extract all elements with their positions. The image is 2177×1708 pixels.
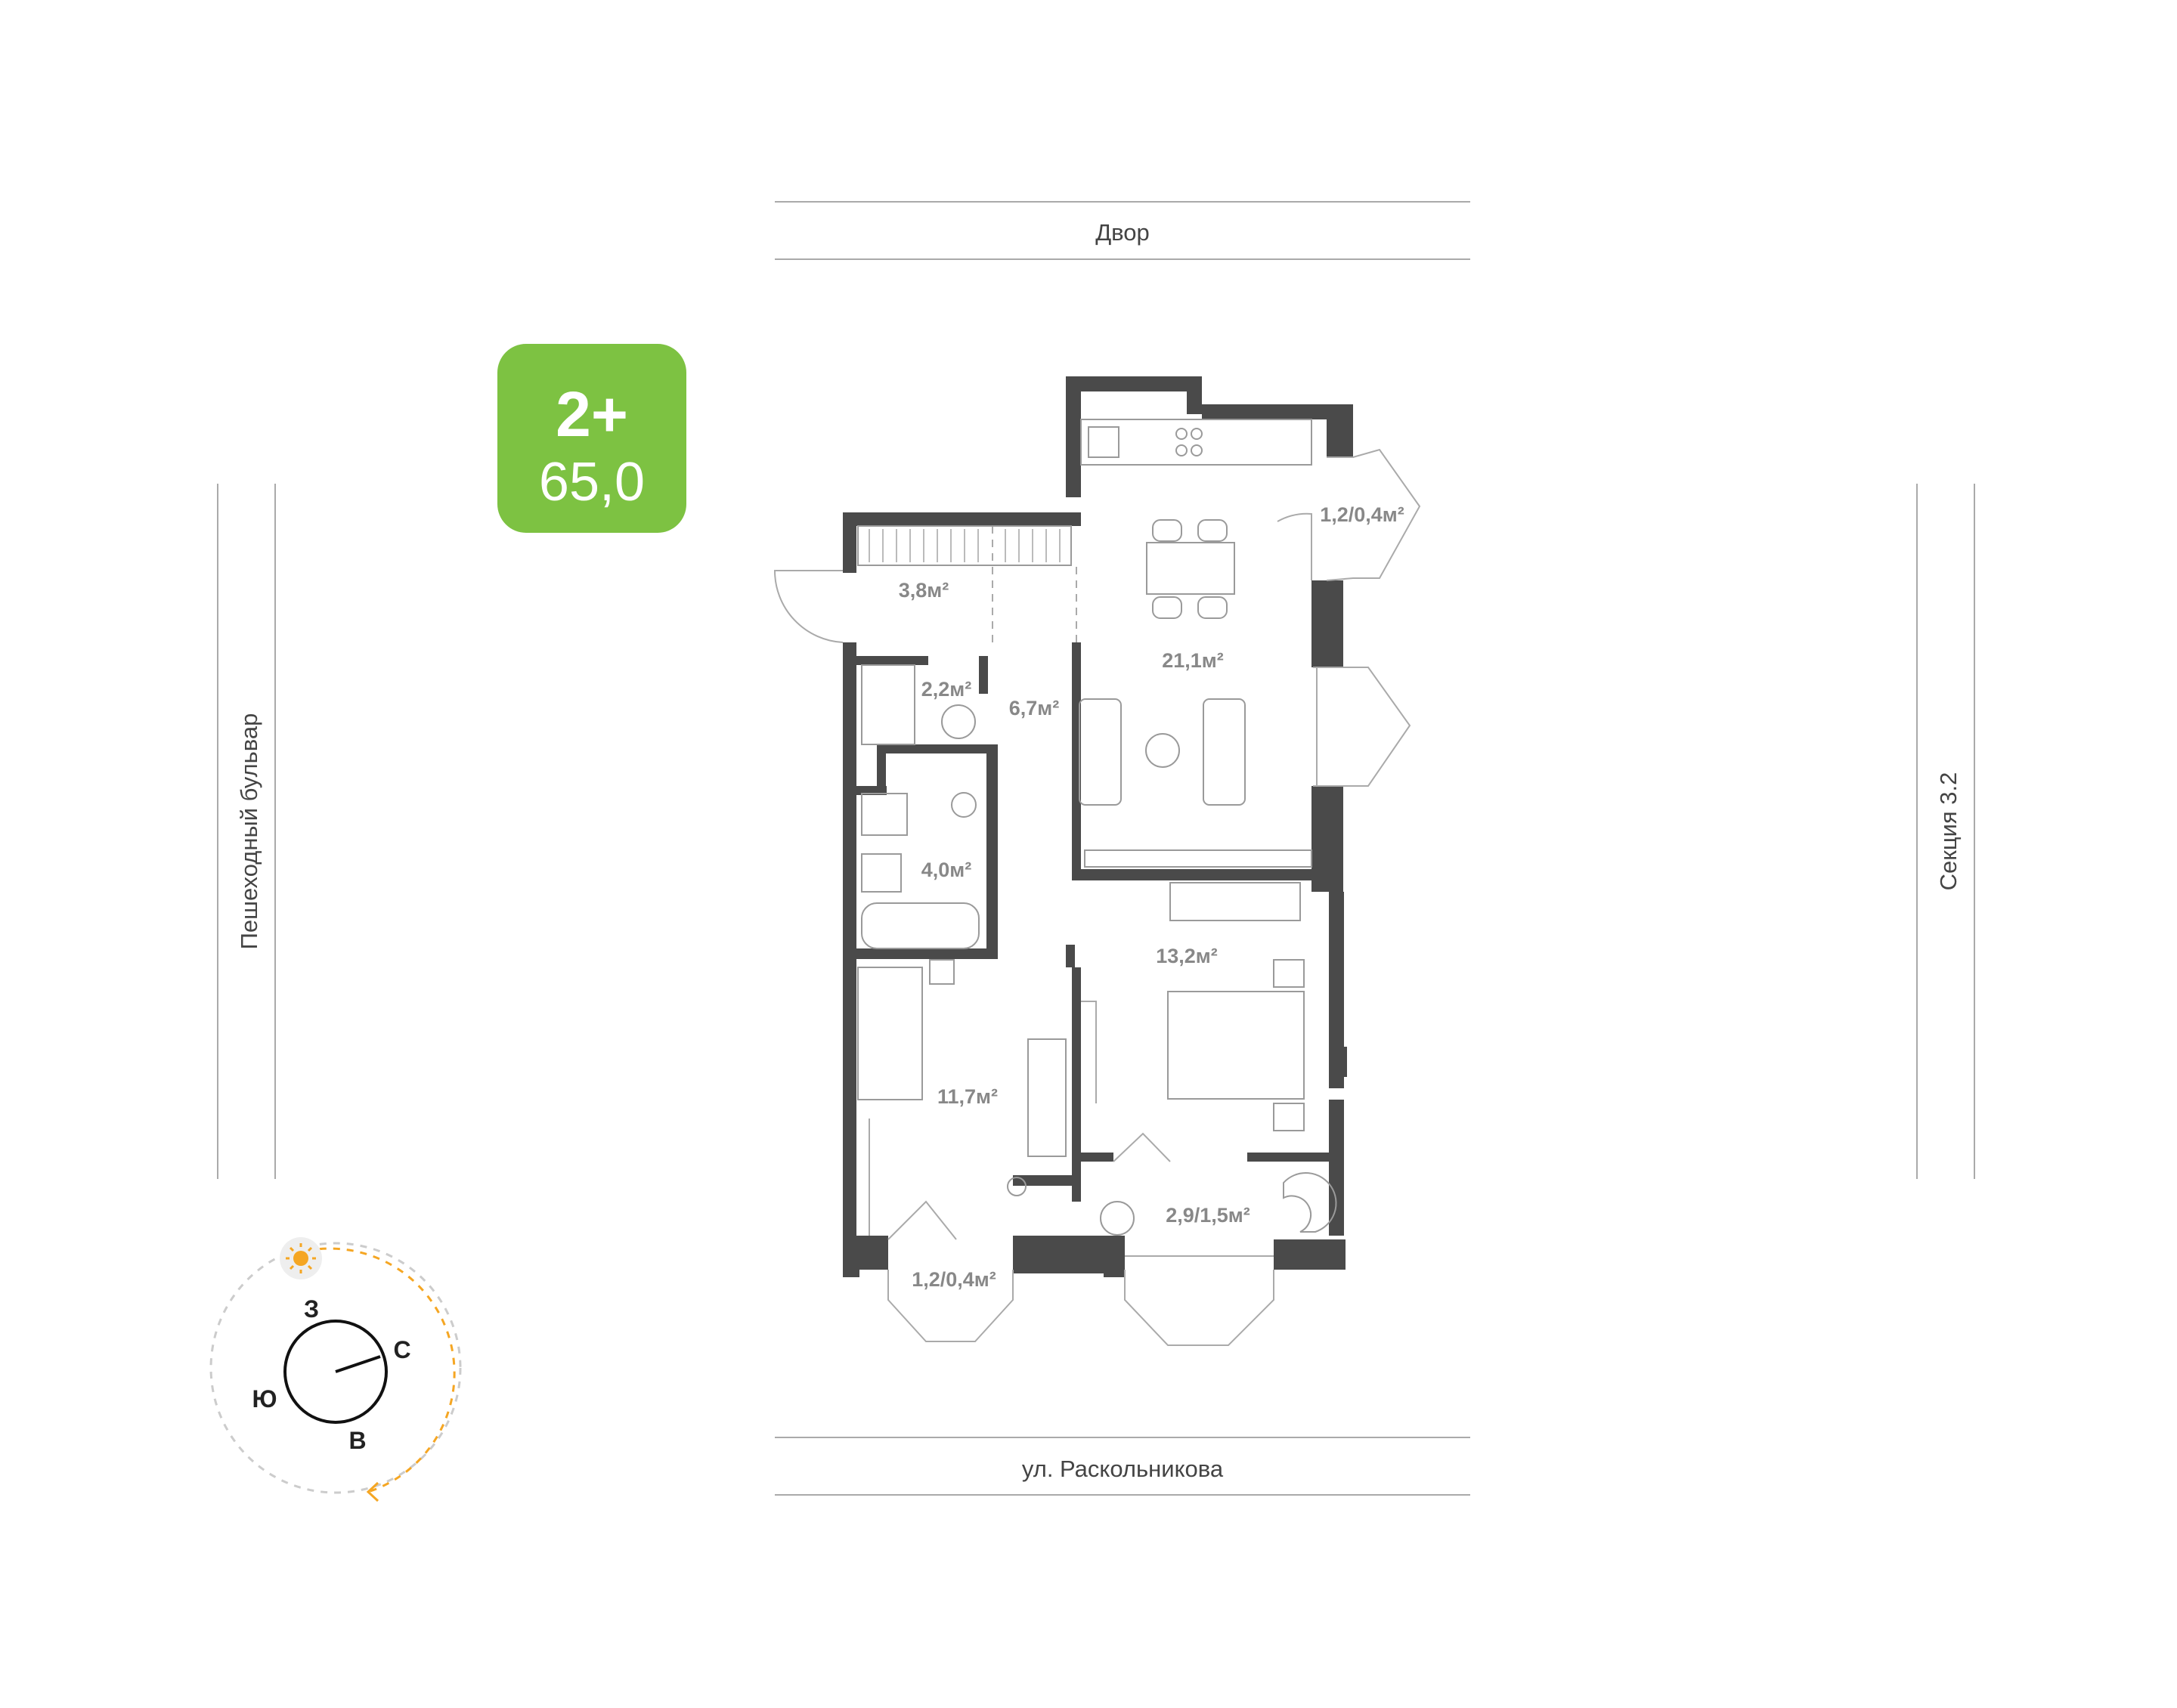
badge-rooms: 2+ — [556, 379, 628, 450]
room-label-wc: 2,2м² — [921, 678, 972, 701]
badge-background — [497, 344, 686, 533]
room-label-bedroom-master: 13,2м² — [1156, 945, 1218, 967]
apartment-badge: 2+ 65,0 — [497, 344, 686, 533]
street-frame-bottom: ул. Раскольникова — [775, 1437, 1470, 1496]
street-frame-right: Секция 3.2 — [1916, 484, 1975, 1179]
compass-north: С — [393, 1336, 410, 1363]
compass-dial — [283, 1320, 388, 1424]
street-frame-top: Двор — [775, 201, 1470, 260]
doors-and-balconies — [773, 448, 1421, 1346]
street-label-top: Двор — [1095, 219, 1150, 246]
compass-west: З — [304, 1295, 319, 1323]
compass: З С Ю В — [209, 1237, 462, 1502]
compass-east: В — [348, 1427, 366, 1454]
furniture — [857, 419, 1337, 1236]
sun-path-arrow-icon — [366, 1481, 379, 1502]
room-label-balcony-bottom-right: 2,9/1,5м² — [1166, 1204, 1250, 1227]
sun-icon — [286, 1243, 316, 1273]
street-label-right: Секция 3.2 — [1935, 772, 1962, 891]
room-label-balcony-top: 1,2/0,4м² — [1320, 503, 1404, 526]
room-label-balcony-bottom-left: 1,2/0,4м² — [912, 1268, 996, 1291]
street-label-left: Пешеходный бульвар — [236, 713, 262, 950]
room-labels: 3,8м² 2,2м² 6,7м² 21,1м² 4,0м² 11,7м² 13… — [899, 503, 1404, 1291]
badge-area: 65,0 — [539, 452, 645, 512]
street-frame-left: Пешеходный бульвар — [217, 484, 276, 1179]
street-label-bottom: ул. Раскольникова — [1022, 1456, 1224, 1482]
walls — [843, 376, 1353, 1277]
sun-path — [305, 1247, 456, 1493]
room-label-bedroom-small: 11,7м² — [937, 1085, 998, 1108]
sun-path-shade — [209, 1242, 462, 1494]
compass-south: Ю — [252, 1385, 277, 1413]
compass-needle — [335, 1355, 381, 1373]
room-label-corridor: 6,7м² — [1009, 697, 1060, 719]
room-label-hall: 3,8м² — [899, 579, 949, 602]
room-label-kitchen-living: 21,1м² — [1162, 649, 1224, 672]
room-label-bathroom: 4,0м² — [921, 859, 972, 881]
